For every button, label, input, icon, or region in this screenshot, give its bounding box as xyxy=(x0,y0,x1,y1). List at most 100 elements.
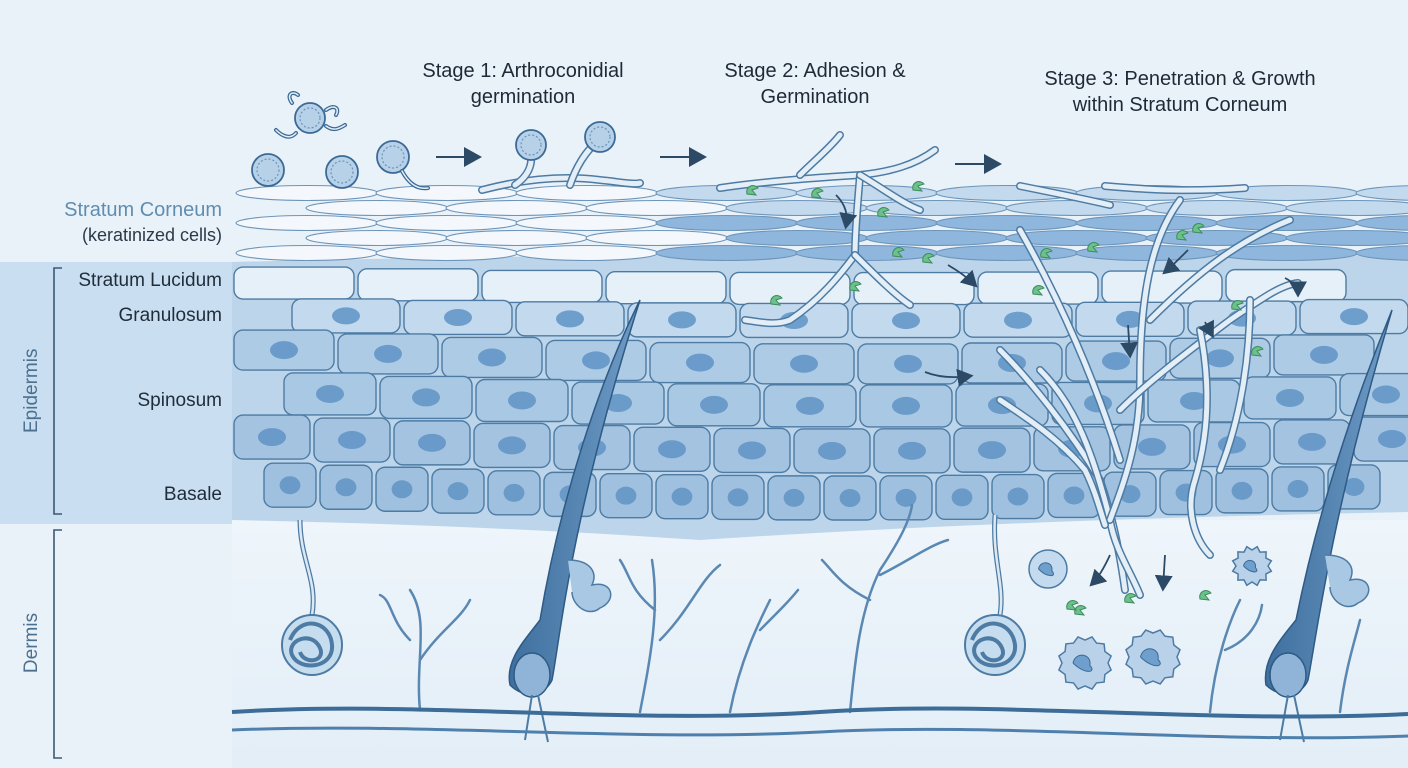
cell-nucleus xyxy=(686,353,714,372)
cell-nucleus xyxy=(1038,562,1054,577)
keratinized-cell xyxy=(935,214,1079,232)
hypha-core xyxy=(857,172,923,213)
germ-tube-core xyxy=(325,124,346,130)
growth-arrows xyxy=(835,194,1307,592)
keratinase xyxy=(1066,600,1079,611)
germ-tube-core xyxy=(401,170,429,190)
growth-arrow xyxy=(835,194,858,230)
cell-nucleus xyxy=(508,391,536,410)
stage-1-line-1: Stage 1: Arthroconidial xyxy=(422,60,624,82)
keratinized-cell xyxy=(655,244,799,262)
keratinase xyxy=(746,185,759,196)
keratinase xyxy=(1087,242,1100,253)
spore xyxy=(584,121,616,153)
keratinase xyxy=(877,207,890,218)
cell-nucleus xyxy=(671,487,693,506)
keratinized-cell xyxy=(515,214,659,232)
keratinized-cell xyxy=(445,199,589,217)
cell-nucleus xyxy=(444,308,472,326)
lucidum-cell xyxy=(605,271,727,305)
cell-nucleus xyxy=(503,483,525,502)
growth-arrow xyxy=(924,368,974,387)
keratinized-cell xyxy=(1355,245,1408,261)
hypha-core xyxy=(1017,183,1113,208)
keratinase xyxy=(912,181,925,192)
cell-nucleus xyxy=(894,354,922,373)
keratinized-cell xyxy=(305,229,449,247)
stage-3-line-1: Stage 3: Penetration & Growth xyxy=(1044,68,1316,90)
epidermis-band xyxy=(0,262,232,524)
cell-nucleus xyxy=(700,395,728,414)
basale-label: Basale xyxy=(163,484,222,505)
capillary xyxy=(378,588,472,712)
capillary xyxy=(1208,598,1264,714)
cell-nucleus xyxy=(332,307,360,325)
keratinized-cell xyxy=(935,244,1079,262)
stage-3-title: Stage 3: Penetration & Growth within Str… xyxy=(1020,66,1340,118)
keratinized-cell xyxy=(1075,244,1219,262)
cell-nucleus xyxy=(615,486,637,505)
epidermis-bracket xyxy=(53,267,62,515)
cell-nucleus xyxy=(895,488,917,507)
hypha-core xyxy=(797,132,843,178)
dermis-region xyxy=(232,520,1408,768)
hypha-core xyxy=(1107,197,1183,523)
hypha-core xyxy=(997,397,1108,528)
granulosum-label: Granulosum xyxy=(118,305,223,326)
cell-nucleus xyxy=(1072,654,1093,672)
cell-nucleus xyxy=(790,354,818,373)
keratinase xyxy=(892,247,905,258)
keratinized-cell xyxy=(375,244,519,262)
cell-nucleus xyxy=(978,441,1006,460)
growth-arrow xyxy=(1284,277,1307,298)
immune-cells xyxy=(1028,545,1273,691)
cell-nucleus xyxy=(892,312,920,330)
capillary xyxy=(728,588,800,714)
stratum-corneum-sublabel: (keratinized cells) xyxy=(81,225,222,245)
stage-1-line-2: germination xyxy=(470,86,576,108)
keratinized-cell xyxy=(1355,215,1408,231)
fungal-hyphae xyxy=(478,131,1302,599)
keratinase xyxy=(849,281,862,292)
keratinized-cell xyxy=(235,244,379,262)
keratinized-cell xyxy=(515,184,659,202)
spore-wall xyxy=(381,145,405,169)
growth-arrow xyxy=(1089,554,1111,587)
cell-nucleus xyxy=(374,344,402,363)
arthroconidia xyxy=(251,91,616,191)
stage-3-line-2: within Stratum Corneum xyxy=(1072,94,1288,116)
growth-arrow xyxy=(1120,324,1139,359)
cell-nucleus xyxy=(738,441,766,460)
cell-nucleus xyxy=(796,396,824,415)
growth-arrow xyxy=(1154,554,1173,592)
cell-nucleus xyxy=(1298,432,1326,451)
capillary xyxy=(820,503,950,714)
cell-nucleus xyxy=(1243,559,1258,573)
cell-nucleus xyxy=(1231,481,1253,500)
hypha-core xyxy=(1188,327,1213,558)
cell-nucleus xyxy=(1004,311,1032,329)
keratinized-cell xyxy=(795,244,939,262)
sweat-gland-right xyxy=(964,514,1026,676)
epidermis-label: Epidermis xyxy=(21,348,42,433)
deep-vessel-upper xyxy=(231,706,1408,719)
cell-nucleus xyxy=(1180,391,1208,410)
lucidum-cell xyxy=(481,269,603,304)
hypha-core xyxy=(1017,227,1123,463)
keratinized-cell xyxy=(795,214,939,232)
cell-nucleus xyxy=(582,351,610,370)
keratinase xyxy=(922,253,935,264)
growth-arrow xyxy=(1162,249,1189,275)
cell-nucleus xyxy=(1140,648,1161,667)
keratinase xyxy=(811,188,824,199)
spore-wall xyxy=(520,134,542,156)
keratinized-cell xyxy=(585,199,729,217)
cell-nucleus xyxy=(898,441,926,460)
keratinized-cell xyxy=(515,244,659,262)
keratinized-cell xyxy=(1285,199,1408,217)
cell-nucleus xyxy=(951,488,973,507)
spore-wall xyxy=(256,158,280,182)
keratinase xyxy=(1032,285,1045,296)
keratinase-particles xyxy=(746,181,1264,616)
